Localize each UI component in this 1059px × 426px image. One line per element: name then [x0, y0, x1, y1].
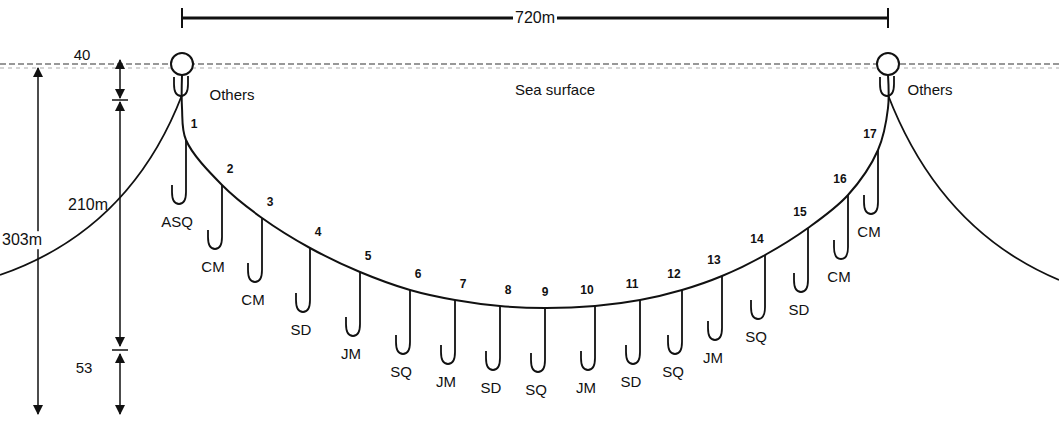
hook-number: 9: [542, 286, 549, 299]
species-label: JM: [703, 350, 723, 367]
surface-label: Sea surface: [515, 82, 595, 99]
main-line: [182, 75, 889, 308]
adjacent-main-line: [0, 95, 182, 275]
hook-number: 13: [707, 254, 720, 267]
species-label: CM: [857, 224, 880, 241]
hook-number: 2: [227, 163, 234, 176]
species-label: SD: [789, 302, 810, 319]
dimension-label: 40: [74, 47, 91, 64]
hook-number: 14: [750, 233, 763, 246]
hook-number: 5: [365, 250, 372, 263]
dimension-lines: [38, 8, 888, 414]
species-label: SD: [621, 374, 642, 391]
species-label: SD: [481, 380, 502, 397]
branch-hook: [794, 228, 808, 292]
catch-label: Others: [907, 82, 952, 99]
branch-hook: [581, 306, 595, 370]
branch-hook: [668, 290, 682, 354]
hook-number: 8: [505, 284, 512, 297]
hook-number: 3: [267, 196, 274, 209]
species-label: JM: [341, 346, 361, 363]
branch-hook: [708, 276, 722, 340]
hook-number: 7: [460, 278, 467, 291]
branch-hook: [626, 300, 640, 364]
species-label: CM: [827, 269, 850, 286]
hook-number: 6: [415, 268, 422, 281]
species-label: ASQ: [161, 214, 193, 231]
species-label: CM: [201, 259, 224, 276]
hook-number: 17: [863, 128, 876, 141]
hook-number: 15: [793, 206, 806, 219]
branch-hook: [248, 218, 262, 282]
branch-hook: [208, 185, 222, 249]
dimension-label: 720m: [513, 9, 557, 27]
species-label: JM: [436, 374, 456, 391]
species-label: SQ: [662, 364, 684, 381]
branch-hook: [346, 272, 360, 336]
branch-hook: [834, 195, 848, 259]
hook-number: 12: [667, 268, 680, 281]
dimension-label: 303m: [0, 231, 44, 249]
branch-hook: [864, 150, 878, 214]
branch-hook: [441, 300, 455, 364]
hook-number: 1: [191, 118, 198, 131]
hook: [880, 76, 894, 96]
species-label: SQ: [745, 329, 767, 346]
dimension-label: 210m: [68, 196, 108, 214]
hook-number: 10: [580, 284, 593, 297]
species-label: CM: [241, 292, 264, 309]
species-label: SQ: [525, 382, 547, 399]
hook: [174, 76, 188, 96]
species-label: SQ: [390, 364, 412, 381]
hook-number: 16: [833, 173, 846, 186]
branch-hook: [396, 290, 410, 354]
sea-surface: [0, 64, 1059, 68]
species-label: SD: [291, 322, 312, 339]
hook-number: 4: [315, 226, 322, 239]
species-label: JM: [576, 380, 596, 397]
branch-hook: [486, 306, 500, 370]
branch-hook: [751, 255, 765, 319]
branch-hook: [531, 308, 545, 372]
branch-hook: [172, 140, 186, 204]
adjacent-main-line: [888, 95, 1059, 280]
float-buoy: [171, 53, 193, 75]
hook-number: 11: [626, 278, 639, 291]
catch-label: Others: [209, 87, 254, 104]
branch-hook: [296, 248, 310, 312]
longline-gear: [0, 53, 1059, 372]
float-buoy: [877, 53, 899, 75]
dimension-label: 53: [76, 360, 93, 377]
